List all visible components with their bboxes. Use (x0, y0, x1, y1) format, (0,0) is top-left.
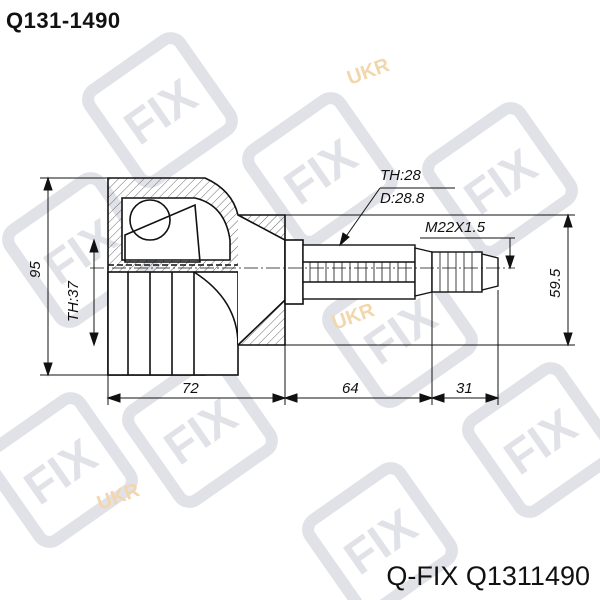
dimension-labels: 95 TH:37 TH:28 D:28.8 M22X1.5 59.5 72 64… (27, 167, 564, 397)
svg-text:FIX: FIX (455, 139, 547, 225)
watermark-logo: FIX (0, 392, 138, 548)
watermark-logo: FIX (122, 352, 278, 508)
svg-text:FIX: FIX (275, 129, 367, 215)
dim-95: 95 (27, 261, 44, 278)
dim-th37: TH:37 (65, 280, 82, 322)
dim-th28: TH:28 (380, 167, 422, 184)
dim-m22: M22X1.5 (425, 219, 486, 236)
watermark-ukr: UKR (344, 54, 393, 90)
svg-text:FIX: FIX (115, 69, 207, 155)
dim-595: 59.5 (547, 268, 564, 298)
watermark-logo: FIX (462, 362, 600, 518)
watermark-ukr: UKR (94, 479, 143, 515)
part-code-title: Q131-1490 (6, 8, 121, 33)
brand-part-number: Q-FIX Q1311490 (386, 561, 590, 591)
dim-d288: D:28.8 (380, 190, 425, 207)
dimension-lines (40, 176, 575, 405)
svg-text:FIX: FIX (15, 429, 107, 515)
svg-text:FIX: FIX (155, 389, 247, 475)
svg-text:FIX: FIX (495, 399, 587, 485)
watermark-layer: FIX FIX FIX FIX FIX FIX (0, 32, 600, 600)
dim-64: 64 (342, 380, 359, 397)
dim-31: 31 (456, 380, 473, 397)
spline-shaft (302, 244, 499, 300)
cv-joint-body (107, 177, 304, 376)
dim-72: 72 (182, 380, 199, 397)
watermark-logo: FIX (82, 32, 238, 188)
